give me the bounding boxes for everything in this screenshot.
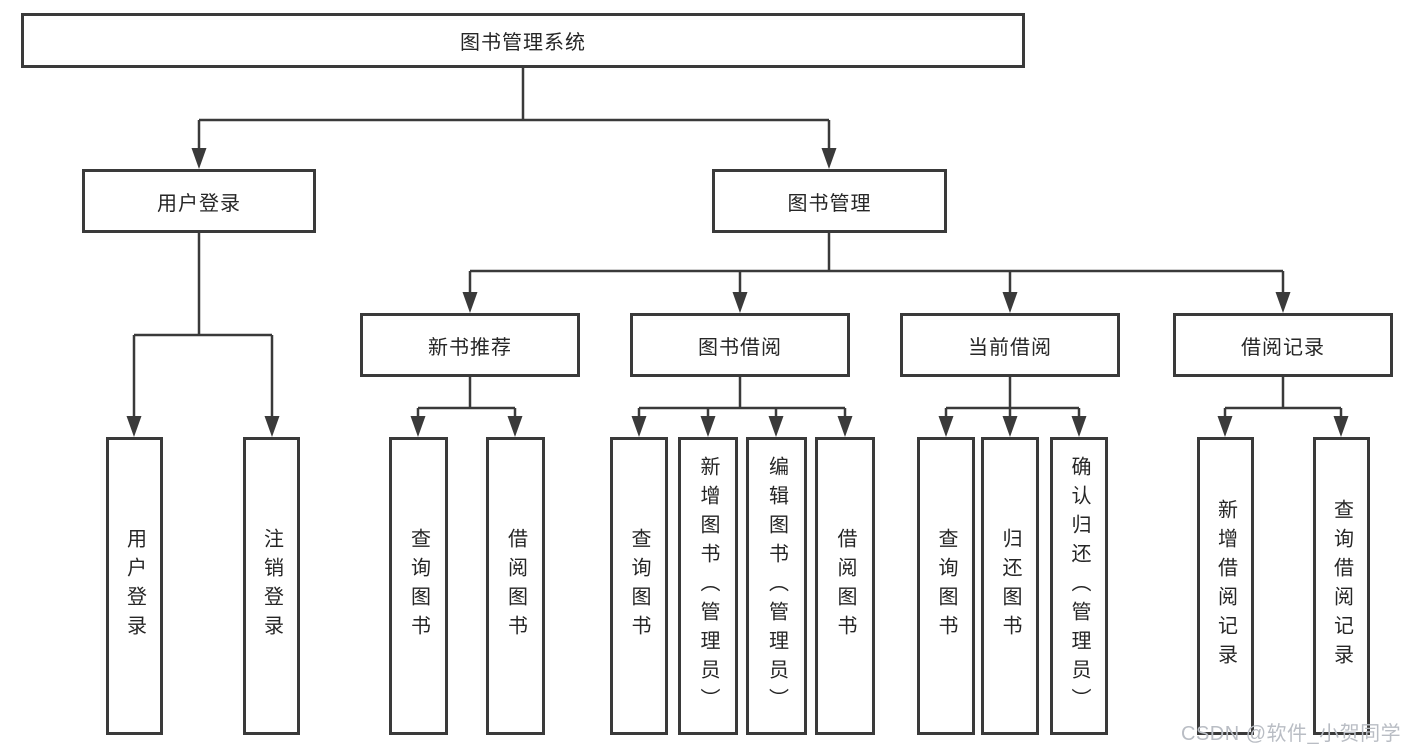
leaf-label: 确认归还（管理员）: [1068, 455, 1090, 717]
leaf-label: 新增借阅记录: [1214, 499, 1237, 673]
node-new-book-recommend: 新书推荐: [360, 313, 580, 377]
leaf-edit-book-admin: 编辑图书（管理员）: [746, 437, 807, 735]
leaf-label: 查询借阅记录: [1330, 499, 1353, 673]
node-label: 图书借阅: [698, 336, 782, 359]
leaf-user-login: 用户登录: [106, 437, 163, 735]
node-label: 图书管理系统: [460, 32, 586, 54]
node-label: 借阅记录: [1241, 336, 1325, 359]
leaf-add-book-admin: 新增图书（管理员）: [678, 437, 738, 735]
leaf-borrow-books: 借阅图书: [815, 437, 875, 735]
csdn-watermark: CSDN @软件_小贺同学: [1181, 723, 1402, 745]
leaf-return-books: 归还图书: [981, 437, 1039, 735]
node-borrow-records: 借阅记录: [1173, 313, 1393, 377]
leaf-label: 查询图书: [407, 528, 430, 644]
leaf-label: 编辑图书（管理员）: [765, 455, 788, 717]
leaf-label: 归还图书: [999, 528, 1021, 644]
node-book-management-branch: 图书管理: [712, 169, 947, 233]
node-label: 图书管理: [787, 192, 872, 215]
node-label: 用户登录: [157, 192, 241, 215]
node-library-management-system: 图书管理系统: [21, 13, 1025, 68]
leaf-label: 借阅图书: [834, 528, 856, 644]
node-label: 新书推荐: [428, 336, 512, 359]
leaf-confirm-return-admin: 确认归还（管理员）: [1050, 437, 1108, 735]
leaf-label: 查询图书: [935, 528, 957, 644]
leaf-label: 用户登录: [123, 528, 146, 644]
node-current-borrow: 当前借阅: [900, 313, 1120, 377]
leaf-label: 注销登录: [260, 528, 283, 644]
leaf-add-borrow-record: 新增借阅记录: [1197, 437, 1254, 735]
leaf-label: 查询图书: [628, 528, 650, 644]
node-book-borrow: 图书借阅: [630, 313, 850, 377]
leaf-borrow-query-books: 查询图书: [610, 437, 668, 735]
node-user-login-branch: 用户登录: [82, 169, 316, 233]
leaf-label: 借阅图书: [504, 528, 527, 644]
node-label: 当前借阅: [968, 336, 1052, 359]
leaf-current-query-books: 查询图书: [917, 437, 975, 735]
leaf-recommend-borrow-books: 借阅图书: [486, 437, 545, 735]
leaf-recommend-query-books: 查询图书: [389, 437, 448, 735]
leaf-query-borrow-record: 查询借阅记录: [1313, 437, 1370, 735]
leaf-label: 新增图书（管理员）: [697, 455, 719, 717]
leaf-logout: 注销登录: [243, 437, 300, 735]
